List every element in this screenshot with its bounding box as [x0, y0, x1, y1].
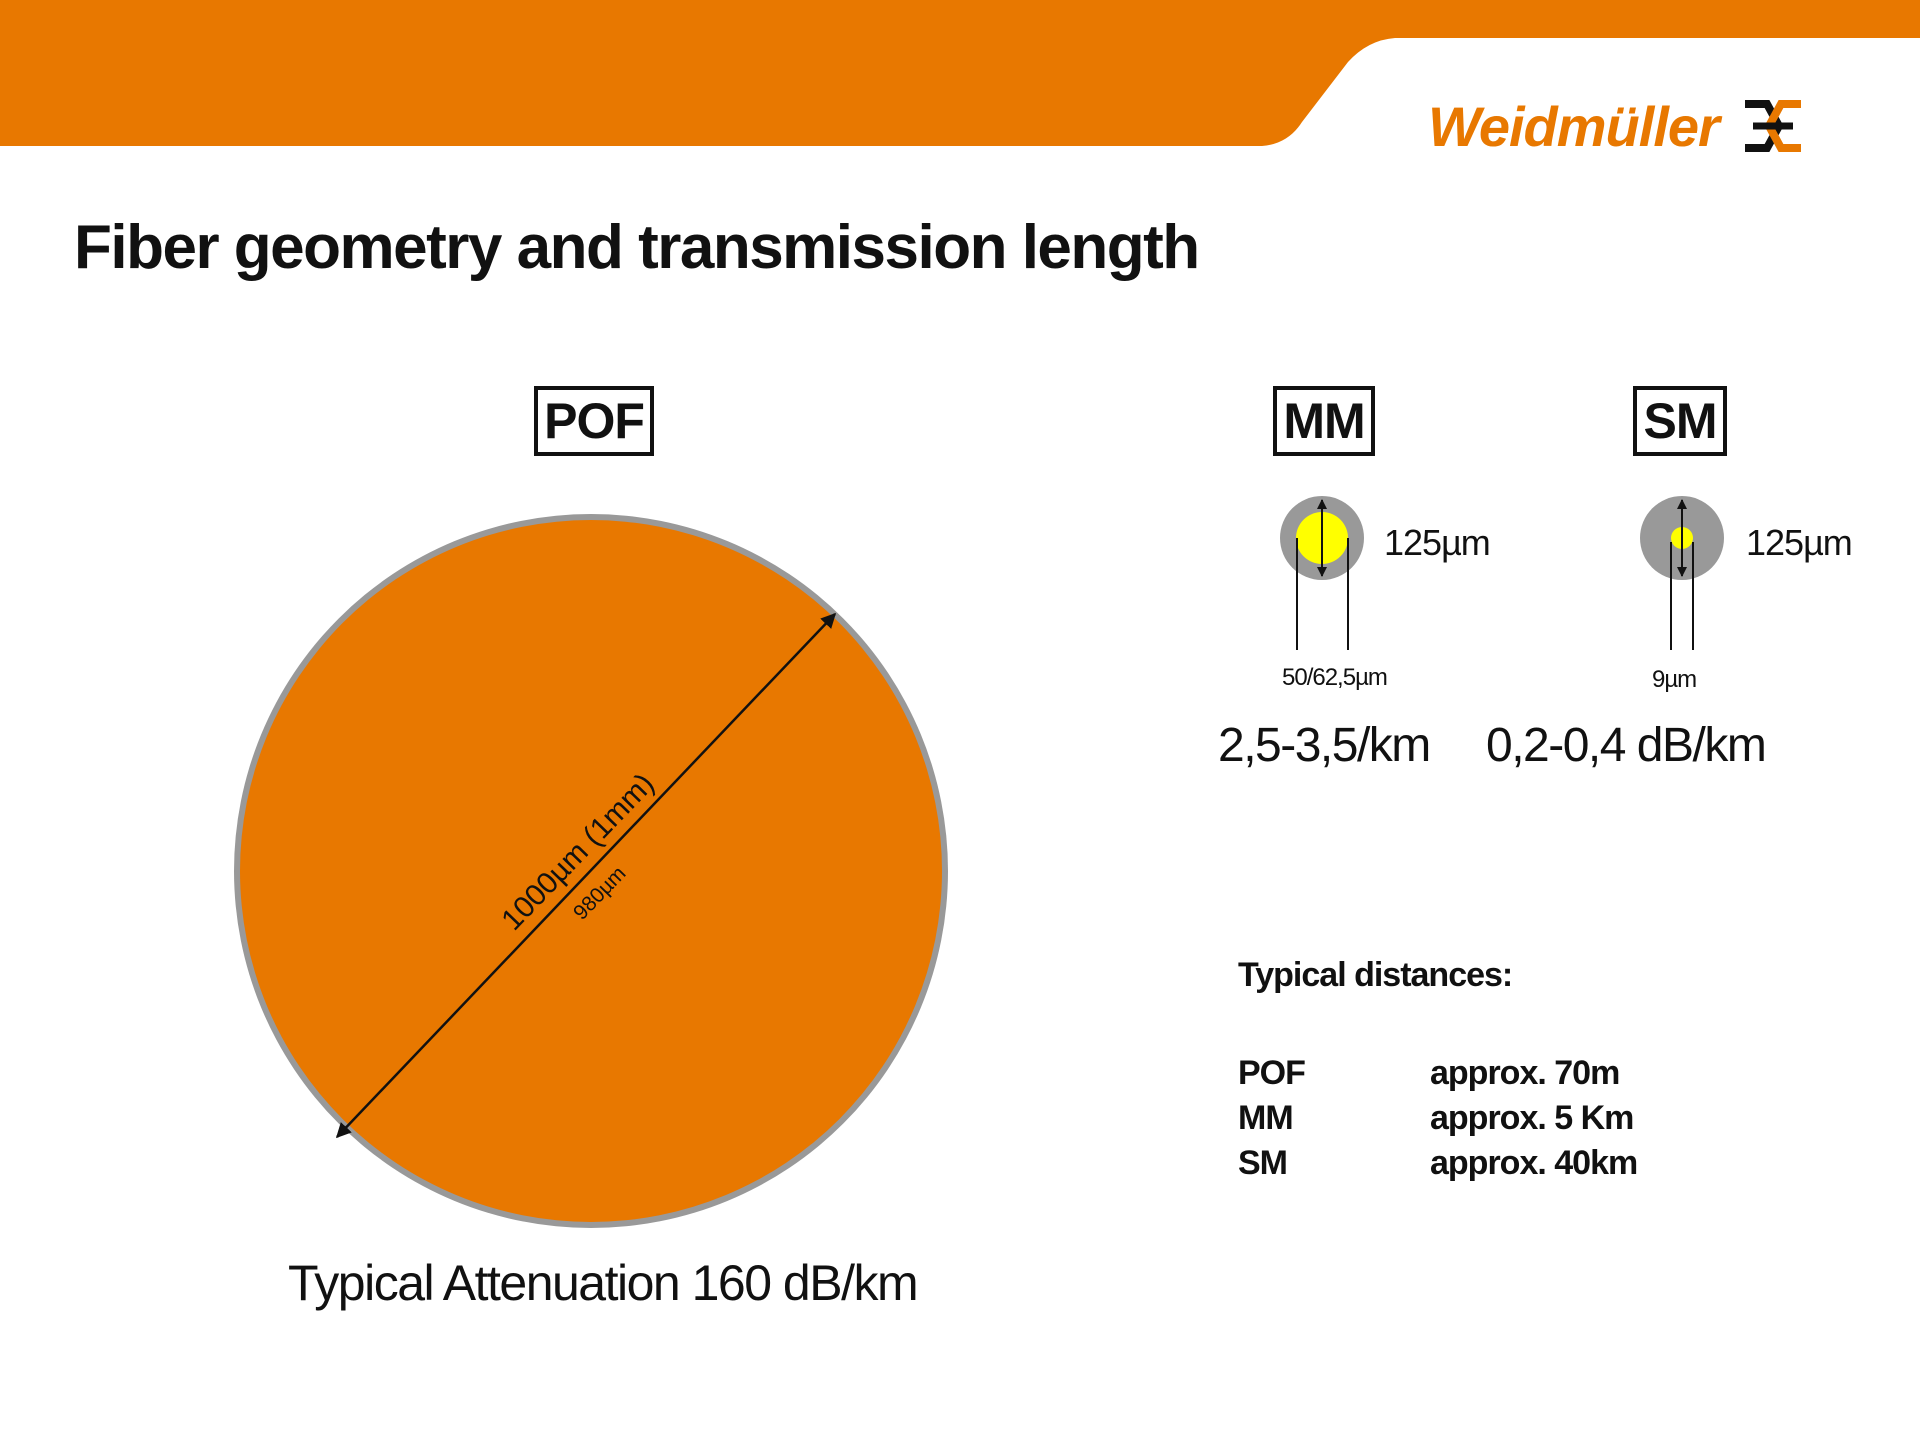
sm-core-diameter: 9µm: [1652, 666, 1697, 693]
pof-label: POF: [534, 386, 654, 456]
sm-label: SM: [1633, 386, 1727, 456]
distance-fiber: SM: [1238, 1144, 1288, 1182]
typical-distances: Typical distances: POF approx. 70m MM ap…: [1238, 956, 1638, 1186]
pof-diameter-arrow: [335, 612, 837, 1139]
mm-attenuation: 2,5-3,5/km: [1218, 719, 1431, 772]
mm-core-diameter: 50/62,5µm: [1282, 664, 1388, 691]
distance-fiber: MM: [1238, 1099, 1294, 1137]
distance-fiber: POF: [1238, 1054, 1306, 1092]
distance-row: MM approx. 5 Km: [1238, 1096, 1637, 1141]
distance-value: approx. 40km: [1430, 1144, 1638, 1182]
distance-row: SM approx. 40km: [1238, 1141, 1638, 1186]
sm-cladding-diameter: 125µm: [1746, 522, 1853, 563]
sm-fiber-diagram: [1640, 496, 1724, 650]
header-band: [0, 0, 1920, 146]
distance-value: approx. 5 Km: [1430, 1099, 1634, 1137]
mm-fiber-diagram: [1280, 496, 1364, 650]
pof-fiber-diagram: 1000µm (1mm) 980µm: [234, 514, 948, 1228]
weidmuller-logo-icon: [1744, 100, 1801, 152]
brand: Weidmüller: [1428, 86, 1803, 166]
sm-attenuation: 0,2-0,4 dB/km: [1486, 719, 1767, 772]
slide-title: Fiber geometry and transmission length: [74, 213, 1200, 282]
distance-row: POF approx. 70m: [1238, 1051, 1637, 1096]
brand-name: Weidmüller: [1428, 94, 1720, 158]
mm-cladding-diameter: 125µm: [1384, 522, 1491, 563]
mm-label: MM: [1273, 386, 1375, 456]
distance-value: approx. 70m: [1430, 1054, 1620, 1092]
pof-attenuation: Typical Attenuation 160 dB/km: [288, 1255, 919, 1311]
distances-heading: Typical distances:: [1238, 956, 1513, 994]
